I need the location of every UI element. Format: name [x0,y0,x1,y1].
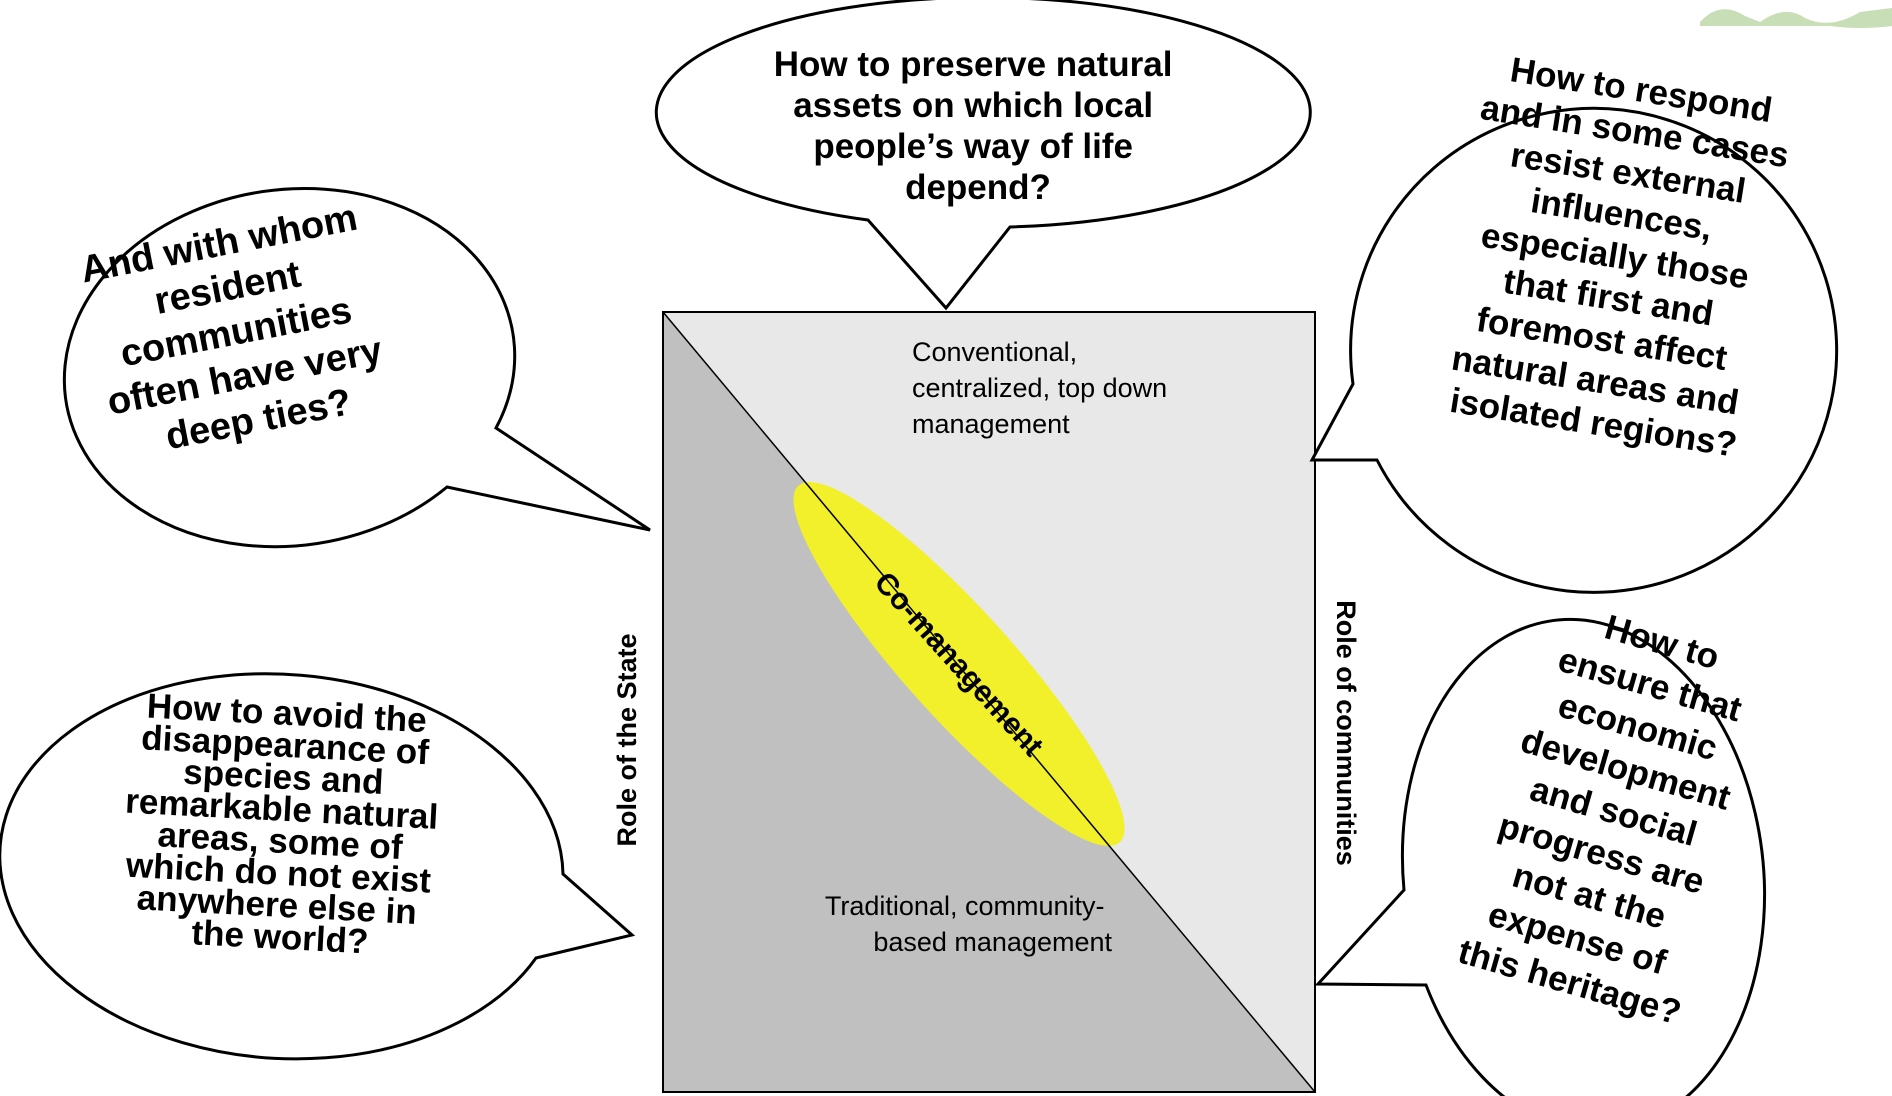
bubble-upper-right: How to respond and in some cases resist … [1309,50,1839,594]
bubble-top-shape [654,0,1312,311]
logo-mark [1700,8,1892,28]
bubble-top: How to preserve natural assets on which … [654,0,1312,311]
bubble-upper-left: And with whom resident communities often… [62,187,651,549]
bubble-top-text: How to preserve natural assets on which … [774,45,1182,207]
bubble-lower-left-shape [0,672,636,1061]
diagonal-line [662,311,1316,1093]
bubble-upper-left-shape [62,187,651,549]
bottom-management-label: Traditional, community- based management [825,891,1113,957]
bubble-lower-right-shape [1314,618,1766,1096]
logo [1700,8,1892,28]
role-of-communities-label: Role of communities [1331,600,1361,866]
bubble-lower-left: How to avoid the disappearance of specie… [0,672,636,1061]
bubble-lower-left-text: How to avoid the disappearance of specie… [118,686,454,966]
square-border [662,311,1316,1093]
role-of-state-label: Role of the State [612,633,642,846]
comanagement-ellipse [793,482,1125,846]
bubble-upper-right-shape [1309,106,1839,594]
management-square: Conventional, centralized, top down mana… [662,311,1316,1093]
top-management-label: Conventional, centralized, top down mana… [912,337,1175,439]
bubble-lower-right: How to ensure that economic development … [1314,608,1766,1096]
